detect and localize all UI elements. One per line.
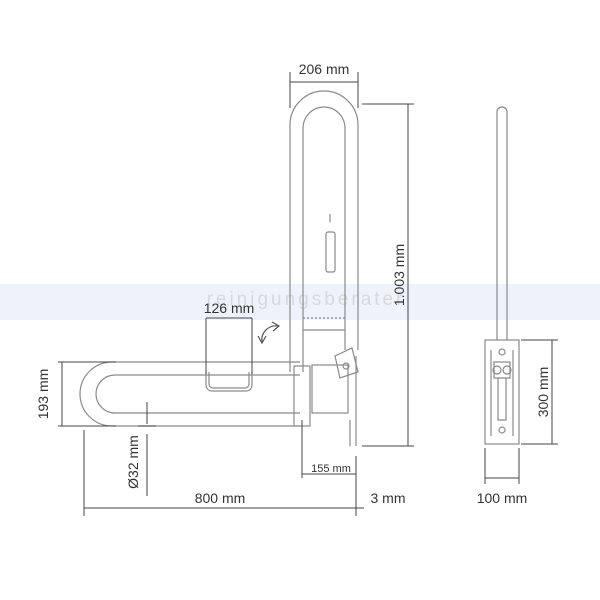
dim-wall-offset: 155 mm xyxy=(311,463,351,475)
dim-length: 800 mm xyxy=(195,490,246,506)
rotation-arrow-icon xyxy=(257,321,281,345)
side-view xyxy=(484,106,520,445)
dim-top-width: 206 mm xyxy=(299,61,350,77)
watermark-band xyxy=(0,284,600,320)
watermark-text: reinigungsberater xyxy=(207,289,406,310)
dim-inner-width: 126 mm xyxy=(204,300,255,316)
dim-plate-width: 100 mm xyxy=(477,490,528,506)
dim-outer-height: 193 mm xyxy=(35,369,51,420)
dim-plate-height: 300 mm xyxy=(535,367,551,418)
wall-mount xyxy=(293,356,357,446)
dimension-lines xyxy=(58,72,414,516)
dim-total-height: 1.003 mm xyxy=(391,244,407,306)
vertical-grab-bar xyxy=(289,90,359,379)
horizontal-grab-bar xyxy=(79,361,300,427)
dim-tube-diameter: Ø32 mm xyxy=(125,435,141,489)
dim-gap: 3 mm xyxy=(371,490,406,506)
side-view-dimensions xyxy=(484,339,558,484)
